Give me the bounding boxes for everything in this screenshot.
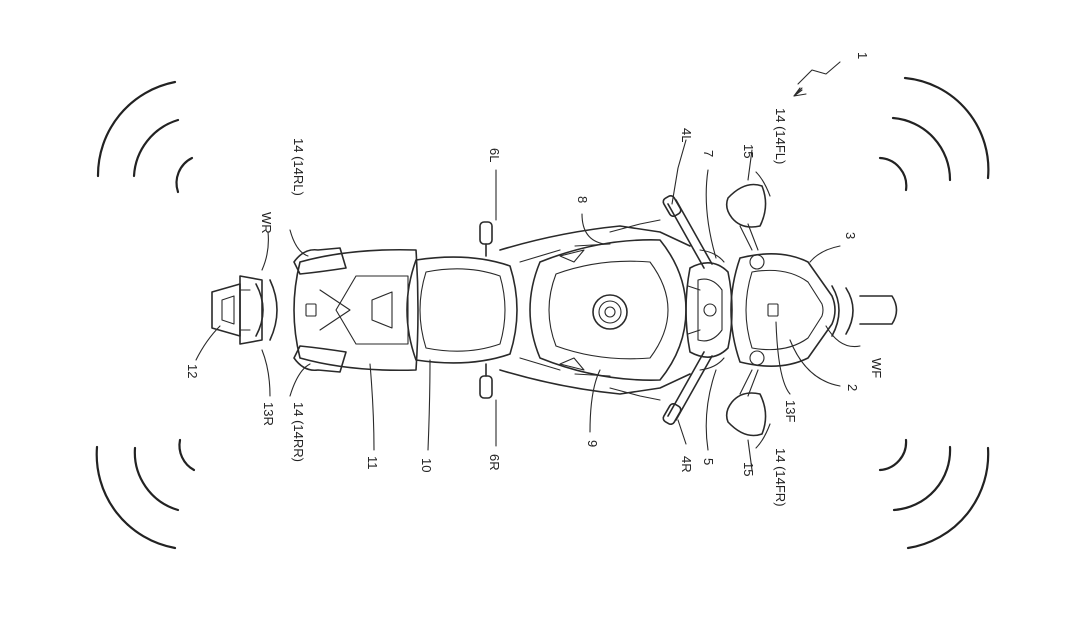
handlebar-right xyxy=(662,351,725,425)
label-1: 1 xyxy=(855,52,870,59)
label-3: 3 xyxy=(843,232,858,239)
rear-signals xyxy=(293,247,347,373)
front-wheel xyxy=(831,285,898,337)
right-mirror xyxy=(725,369,767,437)
label-WF: WF xyxy=(869,358,884,378)
label-11: 11 xyxy=(365,456,380,470)
footpeg-left xyxy=(479,221,493,257)
label-7: 7 xyxy=(701,150,716,157)
rider-seat xyxy=(406,256,518,364)
label-6L: 6L xyxy=(487,148,502,162)
steering-head xyxy=(685,262,733,358)
label-12: 12 xyxy=(185,364,200,378)
rear-wheel xyxy=(211,275,278,345)
label-4L: 4L xyxy=(679,128,694,142)
frame-body xyxy=(499,219,691,401)
label-4R: 4R xyxy=(679,456,694,473)
wave-bottom-right xyxy=(878,438,990,550)
footpeg-right xyxy=(479,363,493,399)
wave-bottom-left xyxy=(95,438,196,550)
label-WR: WR xyxy=(259,212,274,234)
label-8: 8 xyxy=(575,196,590,203)
label-15-top: 15 xyxy=(741,144,756,158)
handlebar-left xyxy=(662,195,725,269)
label-13F: 13F xyxy=(783,400,798,422)
label-5: 5 xyxy=(701,458,716,465)
left-mirror xyxy=(725,183,767,251)
label-2: 2 xyxy=(845,384,860,391)
wave-top-right xyxy=(878,76,990,192)
label-9: 9 xyxy=(585,440,600,447)
wave-top-left xyxy=(96,80,194,194)
leader-lines xyxy=(195,61,861,471)
label-14FL: 14 (14FL) xyxy=(773,108,788,164)
label-13R: 13R xyxy=(261,402,276,426)
front-fairing xyxy=(730,253,836,367)
label-10: 10 xyxy=(419,458,434,472)
label-14RR: 14 (14RR) xyxy=(291,402,306,462)
label-14RL: 14 (14RL) xyxy=(291,138,306,196)
label-14FR: 14 (14FR) xyxy=(773,448,788,507)
fuel-tank xyxy=(529,239,687,381)
label-15-bottom: 15 xyxy=(741,462,756,476)
tail-cowl xyxy=(293,248,419,372)
label-6R: 6R xyxy=(487,454,502,471)
